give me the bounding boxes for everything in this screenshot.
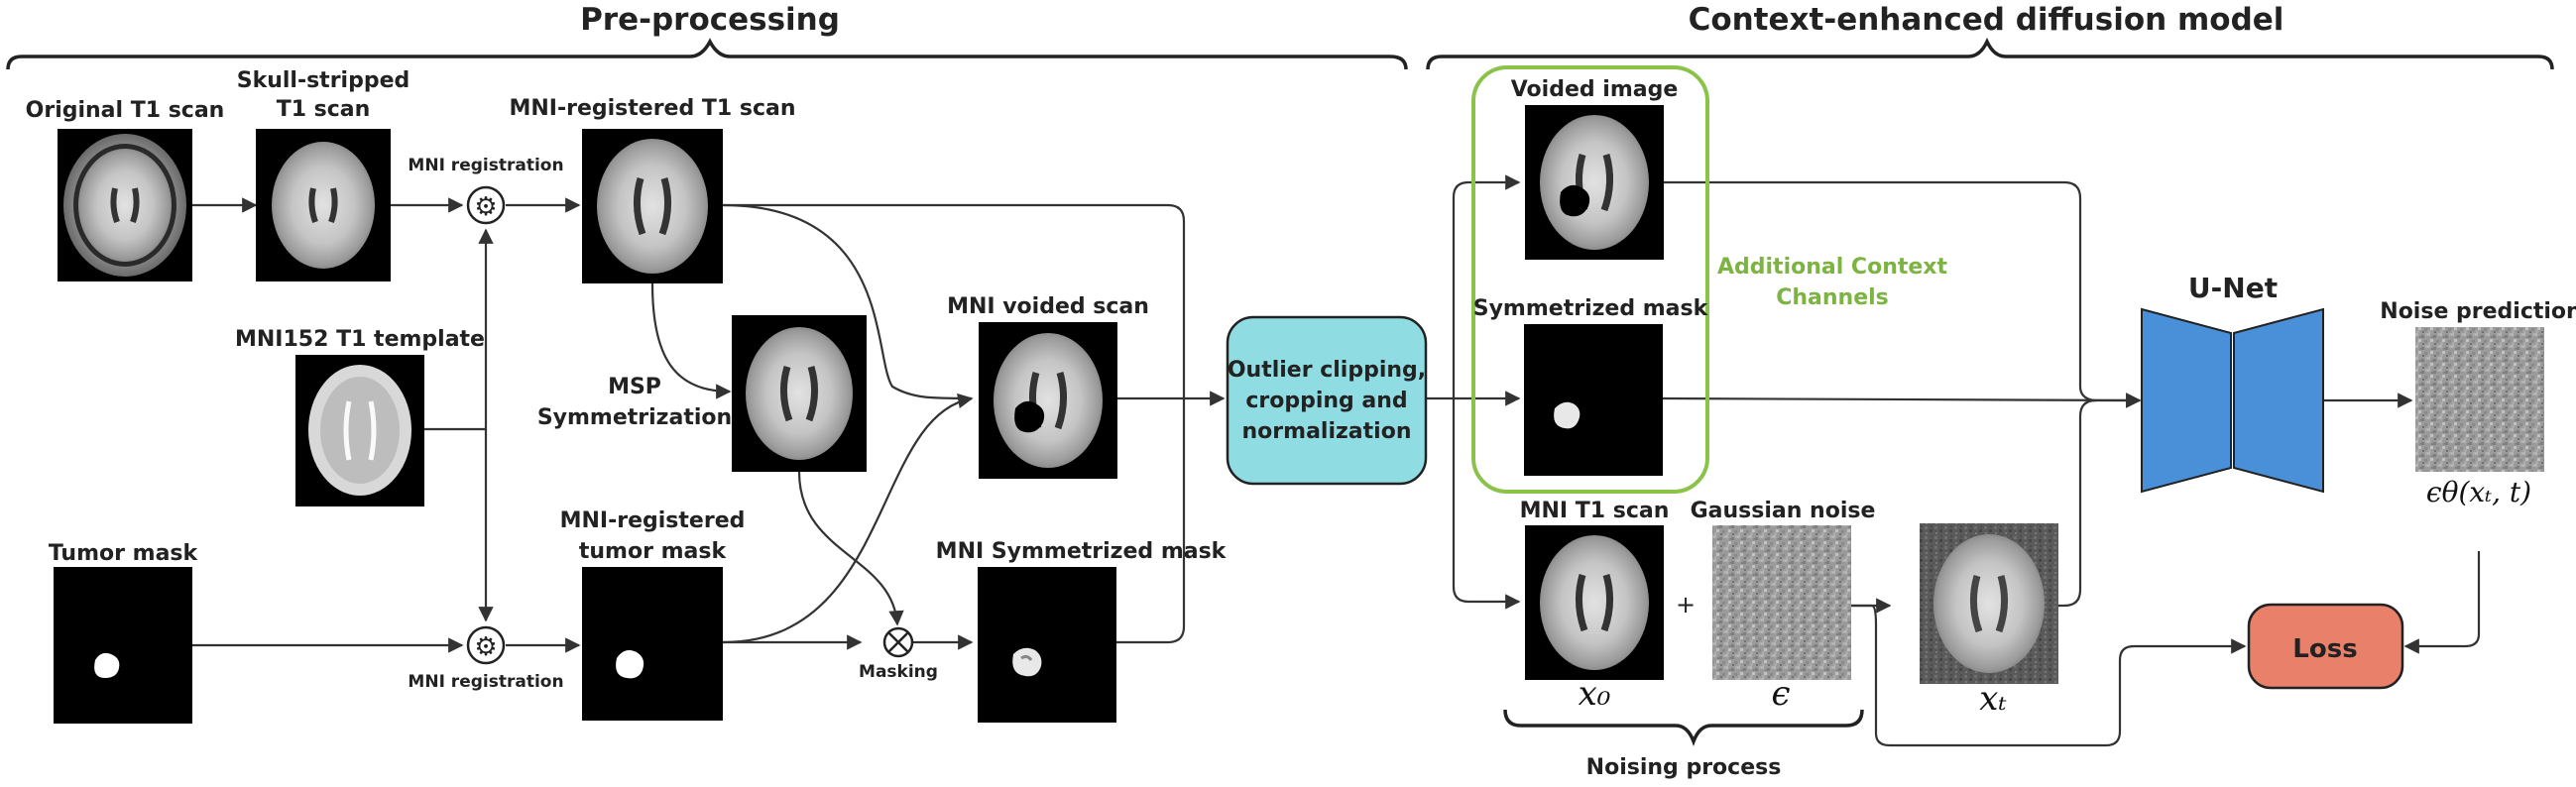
preprocessing-brace <box>6 38 1408 70</box>
context-label-line2: Channels <box>1776 285 1889 310</box>
voided-image <box>1525 105 1664 260</box>
mni-t1-scan-label: MNI T1 scan <box>1520 499 1670 523</box>
voided-image-label: Voided image <box>1511 77 1679 102</box>
process-label-line2: cropping and <box>1245 389 1407 413</box>
gaussian-noise-image <box>1712 525 1851 680</box>
skull-stripped-t1-scan <box>256 129 391 281</box>
mni-registered-t1-label: MNI-registered T1 scan <box>509 96 795 121</box>
sym-mask-label: MNI Symmetrized mask <box>936 539 1228 564</box>
mni-t1-scan-x0 <box>1525 525 1664 680</box>
mni-registration-bottom-label: MNI registration <box>408 672 563 692</box>
symmetrized-mask-image <box>1524 324 1663 476</box>
mni-voided-scan <box>979 322 1117 479</box>
noise-prediction-label: Noise prediction <box>2380 299 2576 324</box>
mni-registered-tumor-mask <box>582 567 723 721</box>
tumor-mask-label: Tumor mask <box>49 541 199 566</box>
registration-bottom-icon: ⚙ <box>466 625 506 665</box>
context-channels-frame <box>1471 65 1709 494</box>
gaussian-noise-label: Gaussian noise <box>1691 499 1876 523</box>
process-label-line1: Outlier clipping, <box>1228 358 1426 383</box>
original-t1-label: Original T1 scan <box>26 98 225 123</box>
xt-symbol: xₜ <box>1979 679 2007 719</box>
mni-registration-top-label: MNI registration <box>408 156 563 175</box>
eps-theta-symbol: ϵθ(xₜ, t) <box>2426 476 2531 508</box>
unet-block <box>2141 307 2324 494</box>
context-label-line1: Additional Context <box>1717 255 1947 280</box>
noise-prediction-image <box>2415 327 2544 472</box>
loss-label: Loss <box>2292 634 2357 664</box>
loss-box <box>2247 603 2404 690</box>
x0-symbol: x₀ <box>1579 674 1611 714</box>
reg-mask-label-line1: MNI-registered <box>560 508 746 533</box>
svg-text:⚙: ⚙ <box>474 192 497 222</box>
msp-symmetrized-scan <box>732 315 867 472</box>
noising-process-label: Noising process <box>1586 755 1782 780</box>
svg-text:⚙: ⚙ <box>474 632 497 662</box>
tumor-mask <box>54 567 192 724</box>
original-t1-scan <box>58 129 192 281</box>
mni-symmetrized-mask <box>978 567 1116 723</box>
preprocessing-header: Pre-processing <box>580 2 840 38</box>
connectors <box>192 174 2481 747</box>
reg-mask-label-line2: tumor mask <box>579 539 728 564</box>
mni-registered-t1-scan <box>582 129 723 283</box>
msp-label-line2: Symmetrization <box>537 405 732 430</box>
voided-scan-label: MNI voided scan <box>947 294 1149 319</box>
template-label: MNI152 T1 template <box>235 327 485 352</box>
skull-stripped-label-line1: Skull-stripped <box>237 68 410 93</box>
outlier-clipping-box <box>1226 315 1428 486</box>
unet-label: U-Net <box>2188 272 2278 304</box>
mni152-template <box>295 355 424 506</box>
noisy-image-xt <box>1920 523 2058 684</box>
diffusion-brace <box>1426 37 2554 70</box>
plus-sign: + <box>1676 591 1696 618</box>
msp-label-line1: MSP <box>608 375 661 399</box>
masking-label: Masking <box>859 662 938 682</box>
skull-stripped-label-line2: T1 scan <box>277 97 371 122</box>
process-label-line3: normalization <box>1242 419 1412 444</box>
noising-brace <box>1503 709 1864 746</box>
masking-operator-icon <box>882 626 914 658</box>
registration-top-icon: ⚙ <box>466 185 506 225</box>
epsilon-symbol: ϵ <box>1771 674 1790 714</box>
symmetrized-mask-label: Symmetrized mask <box>1473 296 1709 321</box>
diffusion-header: Context-enhanced diffusion model <box>1689 2 2284 38</box>
